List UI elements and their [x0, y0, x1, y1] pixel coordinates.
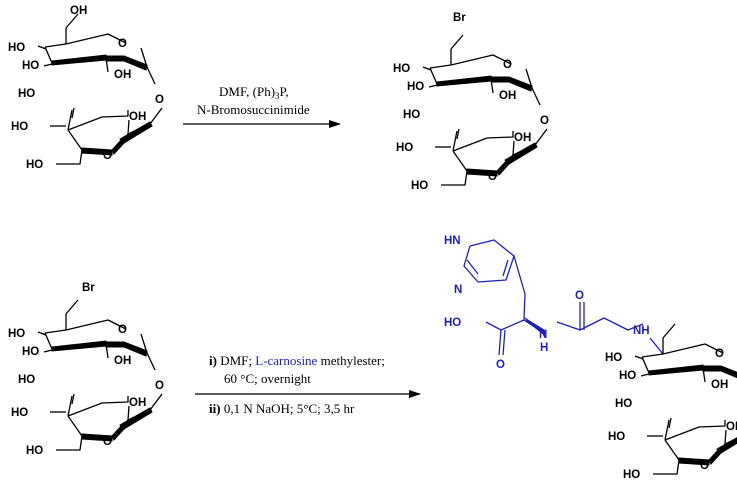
mol4-amide-n: N: [539, 329, 547, 341]
brominated-disaccharide-top: Br O HO HO OH O HO OH HO O HO: [393, 12, 549, 192]
mol4-ho-4: HO: [608, 431, 625, 443]
mol3-bridge-o: O: [155, 380, 164, 392]
mol4-ho-1: HO: [605, 352, 622, 364]
step2-conditions-line2: 60 °C; overnight: [224, 371, 311, 386]
mol1-oh-2: OH: [114, 69, 131, 81]
mol2-ho-5: HO: [411, 180, 428, 192]
mol3-ring-o-2: O: [103, 436, 112, 448]
carnosine-reagent: L-carnosine: [255, 353, 317, 368]
mol3-br: Br: [82, 282, 95, 294]
mol2-br: Br: [453, 12, 466, 24]
mol2-ring-o: O: [503, 59, 512, 71]
starting-disaccharide: OH O HO HO OH O HO OH HO O HO: [8, 5, 164, 171]
mol4-ring-o-2: O: [700, 460, 709, 472]
mol1-oh-3: OH: [129, 111, 146, 123]
mol4-sugar: O HO HO OH O HO OH HO O HO: [605, 323, 737, 481]
mol3-ring-o: O: [118, 324, 127, 336]
mol4-imidazole-hn: HN: [444, 235, 461, 247]
mol1-ring-o: O: [118, 38, 127, 50]
mol3-ho-5: HO: [26, 445, 43, 457]
mol4-acid-ho: HO: [444, 317, 461, 329]
mol2-ho-2: HO: [407, 81, 424, 93]
mol4-imidazole-n: N: [454, 284, 462, 296]
mol4-ring-o: O: [715, 348, 724, 360]
mol1-ho-5: HO: [26, 159, 43, 171]
mol1-ring-o-2: O: [103, 150, 112, 162]
mol4-acid-o: O: [496, 359, 505, 371]
mol2-bridge-o: O: [540, 115, 549, 127]
mol2-ho-4: HO: [396, 142, 413, 154]
mol3-oh-3: OH: [129, 397, 146, 409]
mol4-amide-h: H: [540, 342, 548, 354]
step2-conditions-line1: i) DMF; L-carnosine methylester;: [209, 353, 385, 368]
carnosine-conjugate: HN N HO O N H O NH O HO HO OH O HO OH HO…: [444, 235, 737, 481]
mol2-ring-o-2: O: [488, 171, 497, 183]
mol4-oh-2: OH: [711, 379, 728, 391]
mol4-ho-5: HO: [623, 469, 640, 481]
step2-conditions-line3: ii) 0,1 N NaOH; 5°C; 3,5 hr: [209, 401, 355, 416]
mol2-oh-3: OH: [514, 132, 531, 144]
mol3-ho-3: HO: [18, 374, 35, 386]
mol4-ho-3: HO: [615, 398, 632, 410]
stereo-wedge: [524, 317, 545, 336]
mol3-oh-2: OH: [114, 355, 131, 367]
brominated-disaccharide-bottom: Br O HO HO OH O HO OH HO O HO: [8, 282, 164, 457]
mol4-ho-2: HO: [619, 370, 636, 382]
mol1-oh: OH: [70, 5, 87, 17]
mol4-carbonyl-o: O: [575, 290, 584, 302]
mol1-ho-4: HO: [11, 121, 28, 133]
step1-conditions-line2: N-Bromosuccinimide: [197, 102, 310, 117]
mol2-ho-3: HO: [403, 109, 420, 121]
carnosine-moiety: [463, 239, 664, 356]
mol1-ho-2: HO: [22, 60, 39, 72]
mol1-ho-3: HO: [18, 88, 35, 100]
mol3-ho-2: HO: [22, 346, 39, 358]
mol4-amine-nh: NH: [633, 325, 650, 337]
mol2-ho-1: HO: [393, 63, 410, 75]
mol1-bridge-o: O: [155, 94, 164, 106]
mol4-oh-3: OH: [726, 421, 737, 433]
mol1-ho-1: HO: [8, 42, 25, 54]
mol3-ho-4: HO: [11, 407, 28, 419]
mol2-oh-2: OH: [499, 90, 516, 102]
mol3-ho-1: HO: [8, 328, 25, 340]
step1-conditions-line1: DMF, (Ph)3P,: [219, 84, 289, 101]
